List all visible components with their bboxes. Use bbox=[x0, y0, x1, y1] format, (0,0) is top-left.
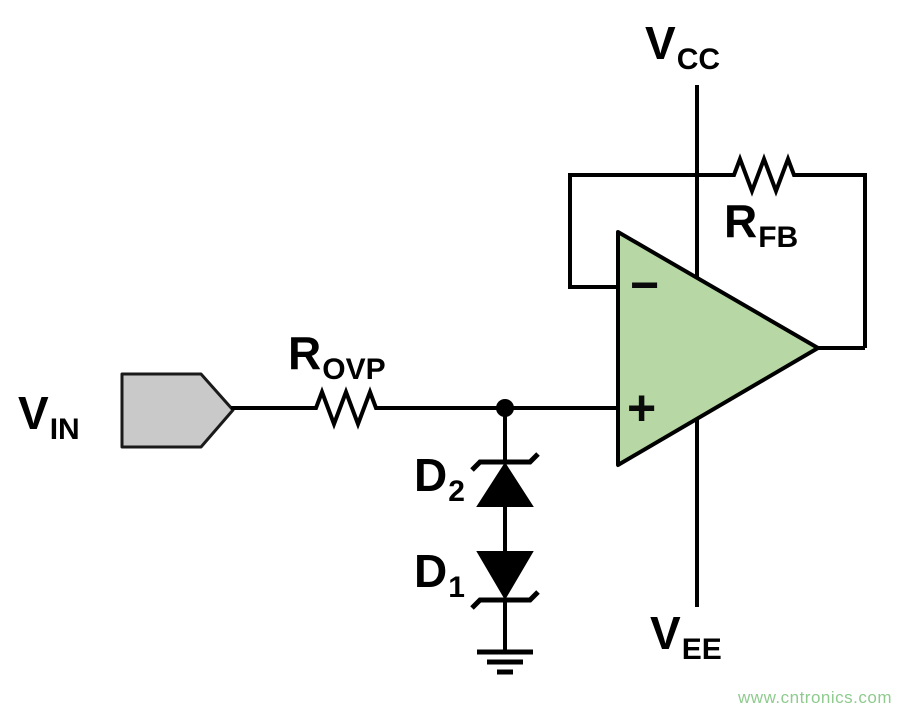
rovp-label: ROVP bbox=[288, 327, 386, 385]
d1-label: D1 bbox=[414, 545, 465, 603]
vin-label-main: V bbox=[18, 387, 49, 439]
vin-terminal-icon bbox=[120, 372, 235, 449]
d2-cathode-bar-icon bbox=[470, 452, 540, 472]
rovp-label-main: R bbox=[288, 327, 322, 379]
opamp-triangle bbox=[616, 230, 820, 467]
d1-label-main: D bbox=[414, 545, 448, 597]
vin-label: VIN bbox=[18, 387, 80, 445]
rovp-resistor-icon bbox=[308, 386, 390, 430]
vee-label-main: V bbox=[650, 607, 681, 659]
watermark-text: www.cntronics.com bbox=[738, 688, 892, 707]
rfb-label-main: R bbox=[724, 195, 758, 247]
inverting-input-sign: − bbox=[630, 257, 660, 313]
d1-diode-icon bbox=[476, 551, 534, 600]
rovp-label-sub: OVP bbox=[322, 353, 386, 386]
rfb-label-sub: FB bbox=[758, 221, 799, 254]
d2-label-sub: 2 bbox=[448, 475, 465, 508]
vcc-label: VCC bbox=[645, 17, 720, 75]
rfb-label: RFB bbox=[724, 195, 798, 253]
vin-label-sub: IN bbox=[49, 413, 80, 446]
vcc-label-sub: CC bbox=[676, 43, 721, 76]
d1-label-sub: 1 bbox=[448, 571, 465, 604]
vee-label: VEE bbox=[650, 607, 722, 665]
noninverting-input-sign: + bbox=[627, 380, 657, 436]
rfb-resistor-icon bbox=[726, 153, 806, 197]
d2-label-main: D bbox=[414, 449, 448, 501]
vcc-label-main: V bbox=[645, 17, 676, 69]
vee-label-sub: EE bbox=[681, 633, 722, 666]
d2-label: D2 bbox=[414, 449, 465, 507]
d2-diode-icon bbox=[476, 462, 534, 507]
